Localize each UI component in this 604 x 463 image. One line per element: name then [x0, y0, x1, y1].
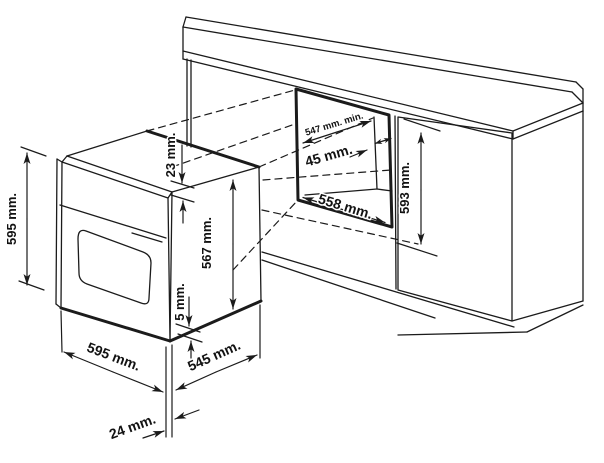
niche-right-wall-edge [373, 116, 378, 190]
oven-door-top-edge [61, 155, 173, 199]
oven-side-face [168, 166, 263, 343]
dim-oven-width-label: 595 mm. [85, 339, 143, 374]
oven-door-front [55, 158, 172, 343]
cabinet-right-door [394, 115, 513, 322]
dim-body-depth-label: 545 mm. [185, 337, 243, 374]
oven [55, 129, 263, 343]
dim-body-height-label: 567 mm. [199, 217, 214, 269]
door-window [77, 229, 152, 305]
oven-top-face [66, 129, 261, 193]
cabinet-left-stile [186, 58, 192, 148]
door-handle [131, 232, 163, 243]
dim-door-thickness-label: 24 mm. [107, 411, 158, 443]
dim-control-panel-offset-label: 23 mm. [163, 133, 178, 178]
dim-oven-height-label: 595 mm. [4, 193, 19, 245]
dim-niche-height-label: 593 mm. [397, 162, 412, 214]
dim-bottom-clearance-label: 5 mm. [172, 283, 187, 321]
cabinet-unit [182, 16, 584, 336]
cabinet-side-and-base [261, 110, 584, 336]
counter-backsplash [182, 16, 584, 104]
dim-niche-height: 593 mm. [396, 118, 441, 257]
dim-body-height: 567 mm. [198, 179, 237, 310]
niche-floor-back-edge [304, 188, 378, 196]
control-panel-line [59, 204, 167, 239]
dim-control-panel-offset: 23 mm. [162, 131, 195, 224]
dim-bottom-clearance: 5 mm. [171, 282, 203, 359]
dim-oven-height: 595 mm. [3, 146, 47, 291]
